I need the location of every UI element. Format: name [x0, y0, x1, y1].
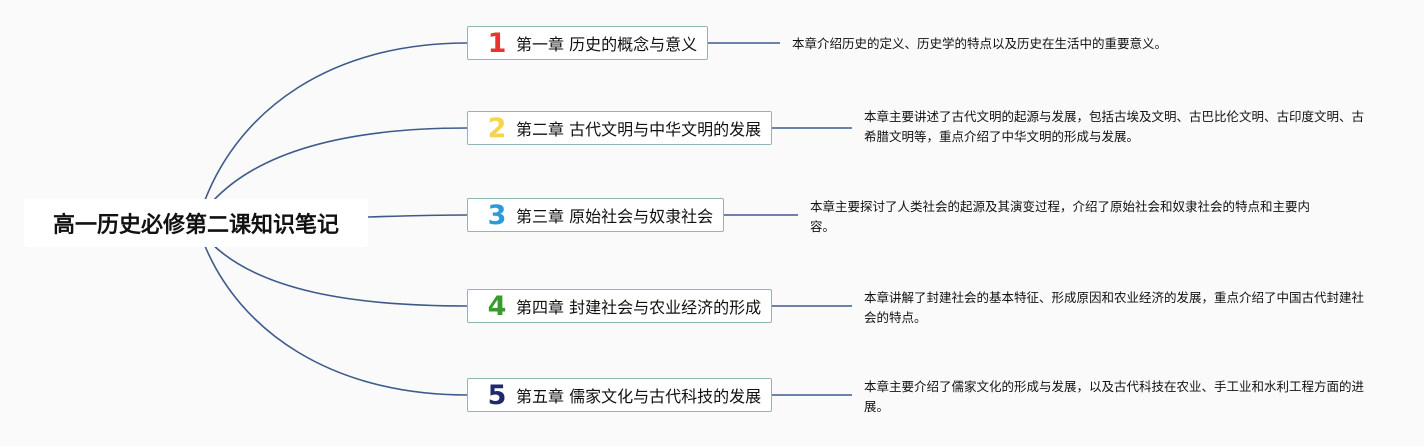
branch-line-4 [211, 243, 468, 307]
chapter-node-3[interactable]: 3 第三章 原始社会与奴隶社会 [467, 198, 725, 232]
chapter-number-4: 4 [487, 290, 507, 322]
branch-line-3 [367, 214, 468, 218]
root-title: 高一历史必修第二课知识笔记 [52, 213, 339, 238]
chapter-number-1: 1 [487, 27, 507, 59]
chapter-number-5: 5 [487, 379, 507, 411]
chapter-node-4[interactable]: 4 第四章 封建社会与农业经济的形成 [467, 289, 773, 323]
branch-line-2 [211, 127, 468, 203]
chapter-number-2: 2 [487, 112, 507, 144]
branch-line-1 [204, 42, 468, 201]
chapter-number-3: 3 [487, 199, 507, 231]
root-topic[interactable]: 高一历史必修第二课知识笔记 [24, 199, 368, 247]
chapter-title-5: 第五章 儒家文化与古代科技的发展 [516, 387, 762, 406]
chapter-node-1[interactable]: 1 第一章 历史的概念与意义 [467, 26, 709, 60]
chapter-title-4: 第四章 封建社会与农业经济的形成 [516, 298, 762, 317]
chapter-desc-3: 本章主要探讨了人类社会的起源及其演变过程，介绍了原始社会和奴隶社会的特点和主要内… [810, 199, 1311, 234]
chapter-title-2: 第二章 古代文明与中华文明的发展 [516, 120, 762, 139]
chapter-title-3: 第三章 原始社会与奴隶社会 [516, 207, 714, 226]
chapter-title-1: 第一章 历史的概念与意义 [516, 35, 698, 54]
chapter-desc-2: 本章主要讲述了古代文明的起源与发展，包括古埃及文明、古巴比伦文明、古印度文明、古… [864, 109, 1365, 144]
chapter-node-2[interactable]: 2 第二章 古代文明与中华文明的发展 [467, 111, 773, 145]
chapter-node-5[interactable]: 5 第五章 儒家文化与古代科技的发展 [467, 378, 773, 412]
chapter-desc-1: 本章介绍历史的定义、历史学的特点以及历史在生活中的重要意义。 [792, 36, 1168, 51]
chapter-desc-4: 本章讲解了封建社会的基本特征、形成原因和农业经济的发展，重点介绍了中国古代封建社… [864, 290, 1365, 325]
branch-line-5 [204, 245, 468, 396]
chapter-desc-5: 本章主要介绍了儒家文化的形成与发展，以及古代科技在农业、手工业和水利工程方面的进… [864, 379, 1365, 414]
